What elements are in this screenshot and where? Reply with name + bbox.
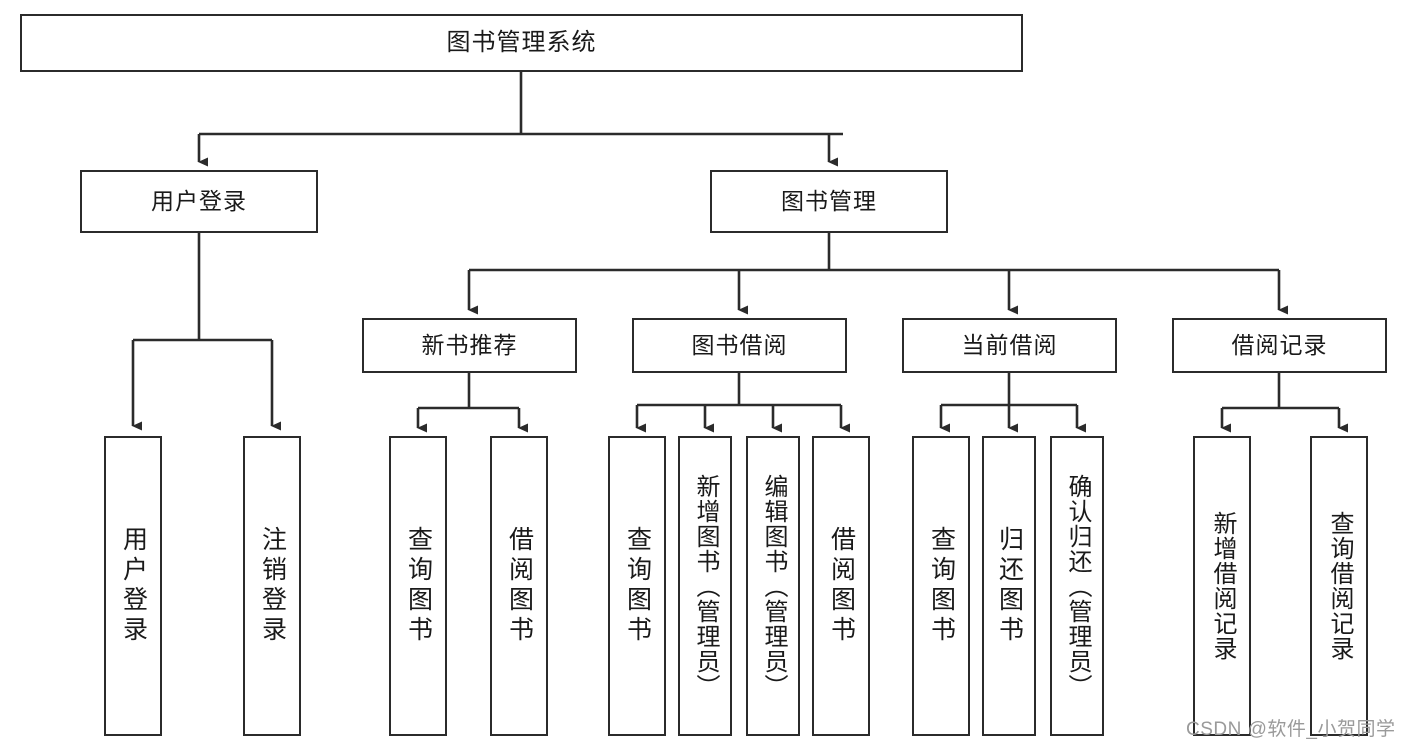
leaf-user-login[interactable]: 用户登录	[104, 436, 162, 736]
leaf-query-book-2[interactable]: 查询图书	[608, 436, 666, 736]
node-borrow-record[interactable]: 借阅记录	[1172, 318, 1387, 373]
leaf-query-book-3[interactable]: 查询图书	[912, 436, 970, 736]
node-new-book-recommend[interactable]: 新书推荐	[362, 318, 577, 373]
leaf-query-book-1[interactable]: 查询图书	[389, 436, 447, 736]
node-label: 借阅图书	[827, 526, 856, 646]
node-label: 图书借阅	[691, 331, 788, 358]
node-book-borrow[interactable]: 图书借阅	[632, 318, 847, 373]
leaf-confirm-return[interactable]: 确认归还（管理员）	[1050, 436, 1104, 736]
node-label: 归还图书	[995, 526, 1024, 646]
leaf-borrow-book-2[interactable]: 借阅图书	[812, 436, 870, 736]
node-label: 图书管理系统	[446, 28, 597, 56]
node-label: 新增借阅记录	[1209, 511, 1236, 661]
leaf-edit-book[interactable]: 编辑图书（管理员）	[746, 436, 800, 736]
leaf-add-book[interactable]: 新增图书（管理员）	[678, 436, 732, 736]
leaf-user-logout[interactable]: 注销登录	[243, 436, 301, 736]
node-label: 新增图书（管理员）	[692, 473, 719, 699]
leaf-query-record[interactable]: 查询借阅记录	[1310, 436, 1368, 736]
node-label: 借阅记录	[1231, 331, 1328, 358]
node-label: 确认归还（管理员）	[1064, 473, 1091, 699]
node-label: 查询借阅记录	[1326, 511, 1353, 661]
node-label: 编辑图书（管理员）	[760, 473, 787, 699]
watermark: CSDN @软件_小贺同学	[1186, 719, 1396, 740]
node-label: 当前借阅	[961, 331, 1058, 358]
leaf-add-record[interactable]: 新增借阅记录	[1193, 436, 1251, 736]
node-user-login[interactable]: 用户登录	[80, 170, 318, 233]
node-current-borrow[interactable]: 当前借阅	[902, 318, 1117, 373]
node-root-system[interactable]: 图书管理系统	[20, 14, 1023, 72]
node-label: 借阅图书	[505, 526, 534, 646]
node-label: 新书推荐	[421, 331, 518, 358]
node-label: 图书管理	[781, 187, 877, 214]
node-label: 查询图书	[623, 526, 652, 646]
node-label: 查询图书	[927, 526, 956, 646]
node-label: 用户登录	[151, 187, 247, 214]
leaf-return-book[interactable]: 归还图书	[982, 436, 1036, 736]
node-label: 查询图书	[404, 526, 433, 646]
leaf-borrow-book-1[interactable]: 借阅图书	[490, 436, 548, 736]
node-book-manage[interactable]: 图书管理	[710, 170, 948, 233]
node-label: 用户登录	[119, 526, 148, 646]
node-label: 注销登录	[258, 526, 287, 646]
